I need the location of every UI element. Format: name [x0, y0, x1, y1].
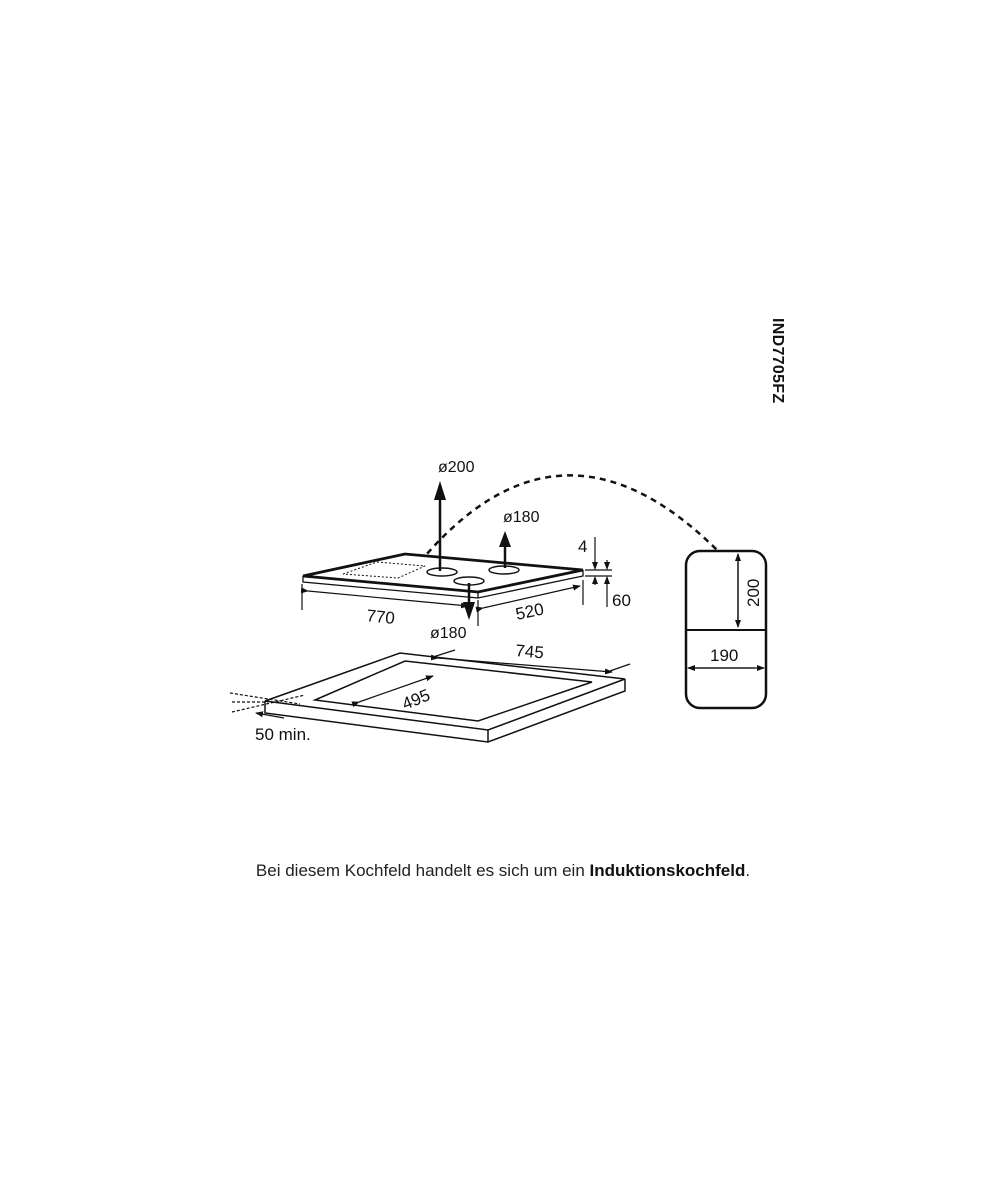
control-panel-outline: [342, 561, 426, 579]
height-label: 60: [612, 591, 631, 610]
box-height-label: 200: [744, 579, 763, 607]
hob: [302, 552, 584, 599]
min-distance-label: 50 min.: [255, 725, 311, 744]
thickness-label: 4: [578, 537, 587, 556]
hob-dimension-lines: [300, 537, 612, 626]
box-width-label: 190: [710, 646, 738, 665]
connection-arc: [419, 474, 718, 563]
depth-label: 520: [514, 599, 546, 623]
cutout-frame: [264, 652, 626, 743]
model-number: IND7705FZ: [769, 318, 786, 404]
caption-emphasis: Induktionskochfeld: [589, 861, 746, 880]
junction-box: [684, 549, 768, 710]
zone-front-label: ø180: [430, 625, 467, 642]
caption: Bei diesem Kochfeld handelt es sich um e…: [0, 861, 1000, 881]
zone-rear-label: ø180: [503, 509, 540, 526]
cutout-width-label: 745: [515, 641, 545, 662]
zone-large-label: ø200: [438, 459, 475, 476]
width-label: 770: [366, 606, 396, 628]
cutout-dimension-lines: [229, 649, 631, 719]
caption-suffix: .: [745, 861, 751, 880]
cooking-zone: [426, 567, 458, 577]
zone-arrows: [434, 481, 511, 620]
caption-text: Bei diesem Kochfeld handelt es sich um e…: [255, 861, 590, 880]
